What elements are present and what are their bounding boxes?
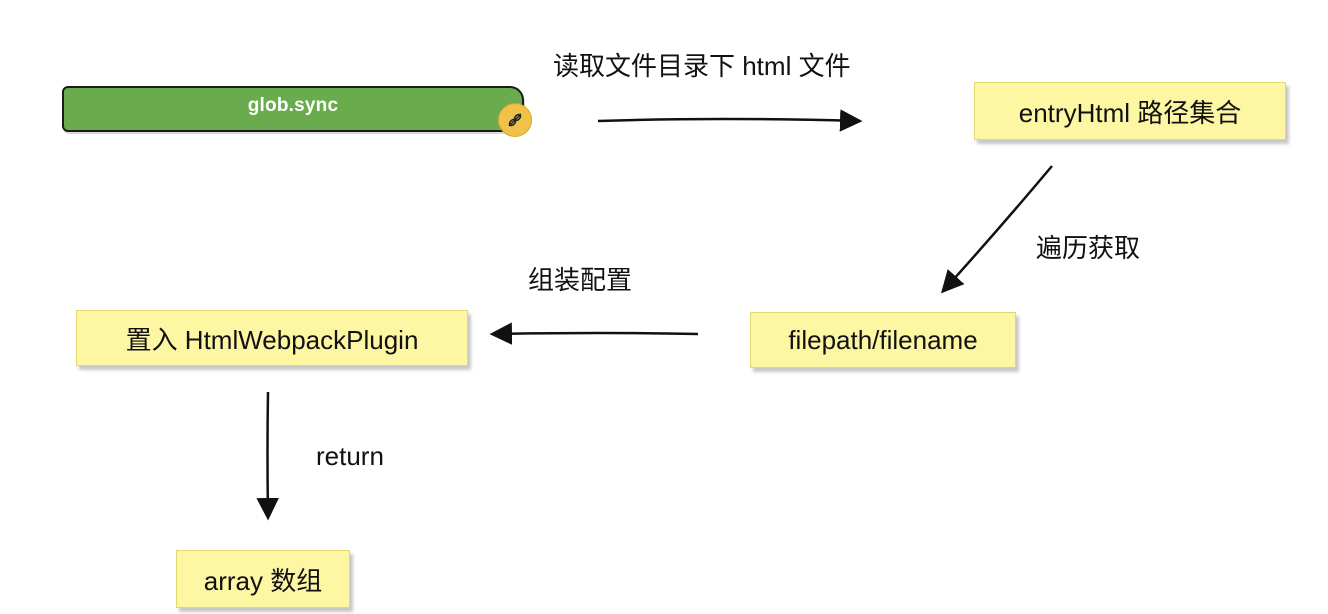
node-entry-html: entryHtml 路径集合 — [974, 82, 1286, 140]
arrow-plugin-to-array — [256, 391, 279, 521]
edge-label-assemble: 组装配置 — [528, 265, 633, 295]
start-node-glob-sync: glob.sync — [62, 86, 524, 132]
edge-label-read-files: 读取文件目录下 html 文件 — [553, 51, 851, 81]
arrow-filepath-to-plugin — [489, 322, 699, 345]
start-node-label: glob.sync — [247, 95, 339, 116]
link-icon-glyph — [508, 113, 522, 127]
link-icon[interactable] — [498, 103, 532, 137]
node-array: array 数组 — [176, 550, 350, 608]
node-html-webpack-plugin: 置入 HtmlWebpackPlugin — [76, 310, 468, 366]
node-filepath-filename: filepath/filename — [750, 312, 1016, 368]
edge-label-traverse: 遍历获取 — [1036, 233, 1141, 263]
edge-label-return: return — [316, 441, 384, 471]
arrow-glob-to-entry — [597, 109, 863, 132]
